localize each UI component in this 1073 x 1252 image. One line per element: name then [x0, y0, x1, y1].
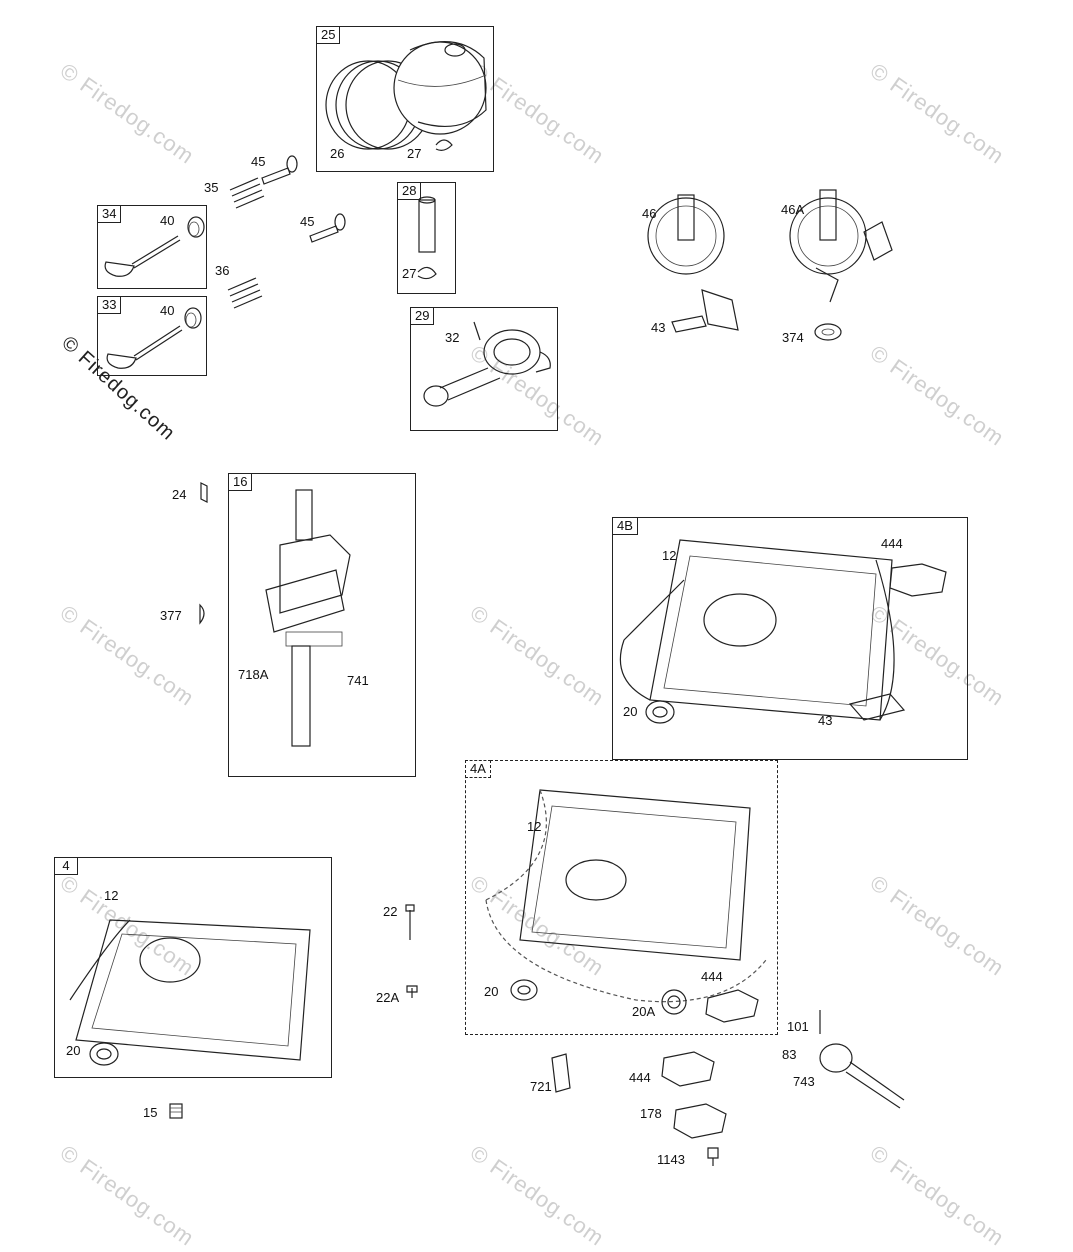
callout-24: 24 [172, 487, 187, 502]
callout-101: 101 [787, 1019, 809, 1034]
callout-20: 20 [66, 1043, 81, 1058]
group-tag: 33 [97, 296, 122, 314]
callout-35: 35 [204, 180, 219, 195]
callout-43: 43 [651, 320, 666, 335]
callout-178: 178 [640, 1106, 662, 1121]
callout-45: 45 [300, 214, 315, 229]
callout-20: 20 [623, 704, 638, 719]
callout-83: 83 [782, 1047, 797, 1062]
group-box-25: 25 [316, 26, 494, 172]
callout-40: 40 [160, 303, 175, 318]
callout-26: 26 [330, 146, 345, 161]
bolt-drawing [405, 904, 415, 940]
callout-43: 43 [818, 713, 833, 728]
group-box-16: 16 [228, 473, 416, 777]
group-tag: 4 [54, 857, 78, 875]
gasket-178-drawing [673, 1103, 727, 1139]
valve-spring-drawing [227, 177, 265, 309]
group-tag: 29 [410, 307, 435, 325]
group-box-34: 34 [97, 205, 207, 289]
group-box-4: 4 [54, 857, 332, 1078]
drain-plug-drawing [169, 1103, 183, 1119]
callout-22A: 22A [376, 990, 400, 1005]
piston-drawing [393, 41, 487, 135]
callout-46: 46 [642, 206, 657, 221]
gasket-444-drawing [889, 563, 947, 597]
group-tag: 25 [316, 26, 341, 44]
callout-15: 15 [143, 1105, 158, 1120]
group-tag: 34 [97, 205, 122, 223]
gasket-444b-drawing [705, 989, 759, 1023]
group-box-29: 29 [410, 307, 558, 431]
callout-27: 27 [402, 266, 417, 281]
gear-shaft-743-drawing [819, 1043, 905, 1109]
group-tag: 28 [397, 182, 422, 200]
key-377-drawing [199, 603, 205, 625]
connecting-rod-drawing [423, 321, 551, 407]
callout-20: 20 [484, 984, 499, 999]
callout-22: 22 [383, 904, 398, 919]
camshaft-drawing [647, 194, 739, 333]
callout-20A: 20A [632, 1004, 656, 1019]
callout-444: 444 [881, 536, 903, 551]
oil-seal-4A-drawing [510, 979, 538, 1001]
screw-1143-drawing [707, 1147, 719, 1166]
callout-741: 741 [347, 673, 369, 688]
retaining-clip-drawing [435, 139, 453, 151]
group-box-4B: 4B [612, 517, 968, 760]
tappet-drawing [261, 155, 346, 243]
exhaust-valve-drawing [104, 216, 205, 277]
callout-46A: 46A [781, 202, 805, 217]
intake-valve-drawing [106, 307, 202, 369]
callout-444: 444 [629, 1070, 651, 1085]
callout-45: 45 [251, 154, 266, 169]
callout-444: 444 [701, 969, 723, 984]
oil-seal-20A-drawing [661, 989, 687, 1015]
group-box-33: 33 [97, 296, 207, 376]
oil-seal-4-drawing [89, 1042, 119, 1066]
parts-illustration [69, 41, 947, 1166]
camshaft-46A-drawing [789, 189, 893, 341]
group-tag: 4B [612, 517, 638, 535]
callout-743: 743 [793, 1074, 815, 1089]
callout-374: 374 [782, 330, 804, 345]
callout-27: 27 [407, 146, 422, 161]
group-tag: 16 [228, 473, 253, 491]
callout-721: 721 [530, 1079, 552, 1094]
callout-40: 40 [160, 213, 175, 228]
parts-diagram: © Firedog.com © Firedog.com © Firedog.co… [54, 26, 1009, 1251]
group-tag: 4A [465, 760, 491, 778]
callout-1143: 1143 [657, 1152, 685, 1167]
crankcase-cover-4B-drawing [619, 539, 895, 721]
governor-drawing [848, 693, 906, 721]
callout-12: 12 [662, 548, 677, 563]
callout-32: 32 [445, 330, 460, 345]
crankshaft-drawing [265, 489, 351, 747]
bolt-22A-drawing [406, 985, 418, 998]
crankcase-cover-4-drawing [69, 919, 311, 1061]
callout-12: 12 [527, 819, 542, 834]
callout-718A: 718A [238, 667, 269, 682]
crankcase-cover-4A-drawing [485, 789, 767, 1003]
piston-pin-drawing [417, 196, 437, 280]
key-drawing [200, 482, 208, 503]
callout-12: 12 [104, 888, 119, 903]
callout-36: 36 [215, 263, 230, 278]
group-box-4A: 4A [465, 760, 778, 1035]
plate-721-drawing [551, 1053, 571, 1093]
oil-seal-4B-drawing [645, 700, 675, 724]
gasket-444c-drawing [661, 1051, 715, 1087]
group-box-28: 28 [397, 182, 456, 294]
callout-377: 377 [160, 608, 182, 623]
